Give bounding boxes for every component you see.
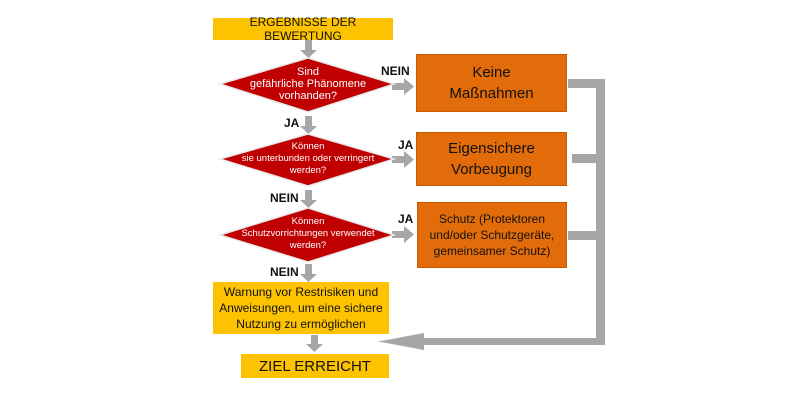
edge-label-d2-ja: JA (398, 138, 414, 152)
warning-box: Warnung vor Restrisiken und Anweisungen,… (213, 282, 389, 334)
edge-label-d3-ja: JA (398, 212, 414, 226)
decision-3-text: Können Schutzvorrichtungen verwendet wer… (220, 211, 396, 257)
decision-1-line-2: gefährliche Phänomene (249, 78, 367, 90)
edge-label-d3-nein: NEIN (270, 265, 299, 279)
outcome-1-line-1: Keine (472, 64, 511, 81)
end-box: ZIEL ERREICHT (241, 354, 389, 378)
outcome-2-line-1: Eigensichere (448, 140, 535, 157)
decision-3-line-1: Können (291, 216, 325, 227)
end-box-label: ZIEL ERREICHT (259, 357, 371, 375)
edge-label-d1-ja: JA (284, 116, 300, 130)
outcome-box-eigensichere-vorbeugung: Eigensichere Vorbeugung (416, 132, 567, 186)
warning-line-2: Anweisungen, um eine sichere (219, 301, 383, 315)
outcome-box-schutz: Schutz (Protektoren und/oder Schutzgerät… (417, 202, 567, 268)
decision-2-line-3: werden? (289, 165, 327, 176)
outcome-1-line-2: Maßnahmen (449, 85, 534, 102)
decision-diamond-1 (217, 57, 397, 113)
decision-3-line-2: Schutzvorrichtungen verwendet (241, 228, 375, 239)
decision-1-line-3: vorhanden? (278, 90, 338, 102)
decision-1-text: Sind gefährliche Phänomene vorhanden? (226, 60, 390, 108)
start-box: ERGEBNISSE DER BEWERTUNG (213, 15, 393, 43)
outcome-3-line-2: und/oder Schutzgeräte, (429, 228, 555, 242)
outcome-3-line-3: gemeinsamer Schutz) (433, 244, 551, 258)
decision-diamond-3 (217, 207, 397, 263)
decision-3-line-3: werden? (289, 240, 327, 251)
decision-2-line-2: sie unterbunden oder verringert (241, 153, 375, 164)
outcome-2-line-2: Vorbeugung (451, 161, 532, 178)
edge-label-d1-nein: NEIN (381, 64, 410, 78)
outcome-box-keine-massnahmen: Keine Maßnahmen (416, 54, 567, 112)
decision-1-line-1: Sind (296, 66, 320, 78)
start-box-label: ERGEBNISSE DER BEWERTUNG (249, 15, 357, 43)
edge-label-d2-nein: NEIN (270, 191, 299, 205)
decision-2-line-1: Können (291, 141, 325, 152)
warning-line-1: Warnung vor Restrisiken und (223, 285, 379, 299)
decision-diamond-2 (217, 133, 397, 187)
outcome-3-line-1: Schutz (Protektoren (438, 212, 546, 226)
warning-line-3: Nutzung zu ermöglichen (236, 317, 366, 331)
decision-2-text: Können sie unterbunden oder verringert w… (220, 136, 396, 182)
